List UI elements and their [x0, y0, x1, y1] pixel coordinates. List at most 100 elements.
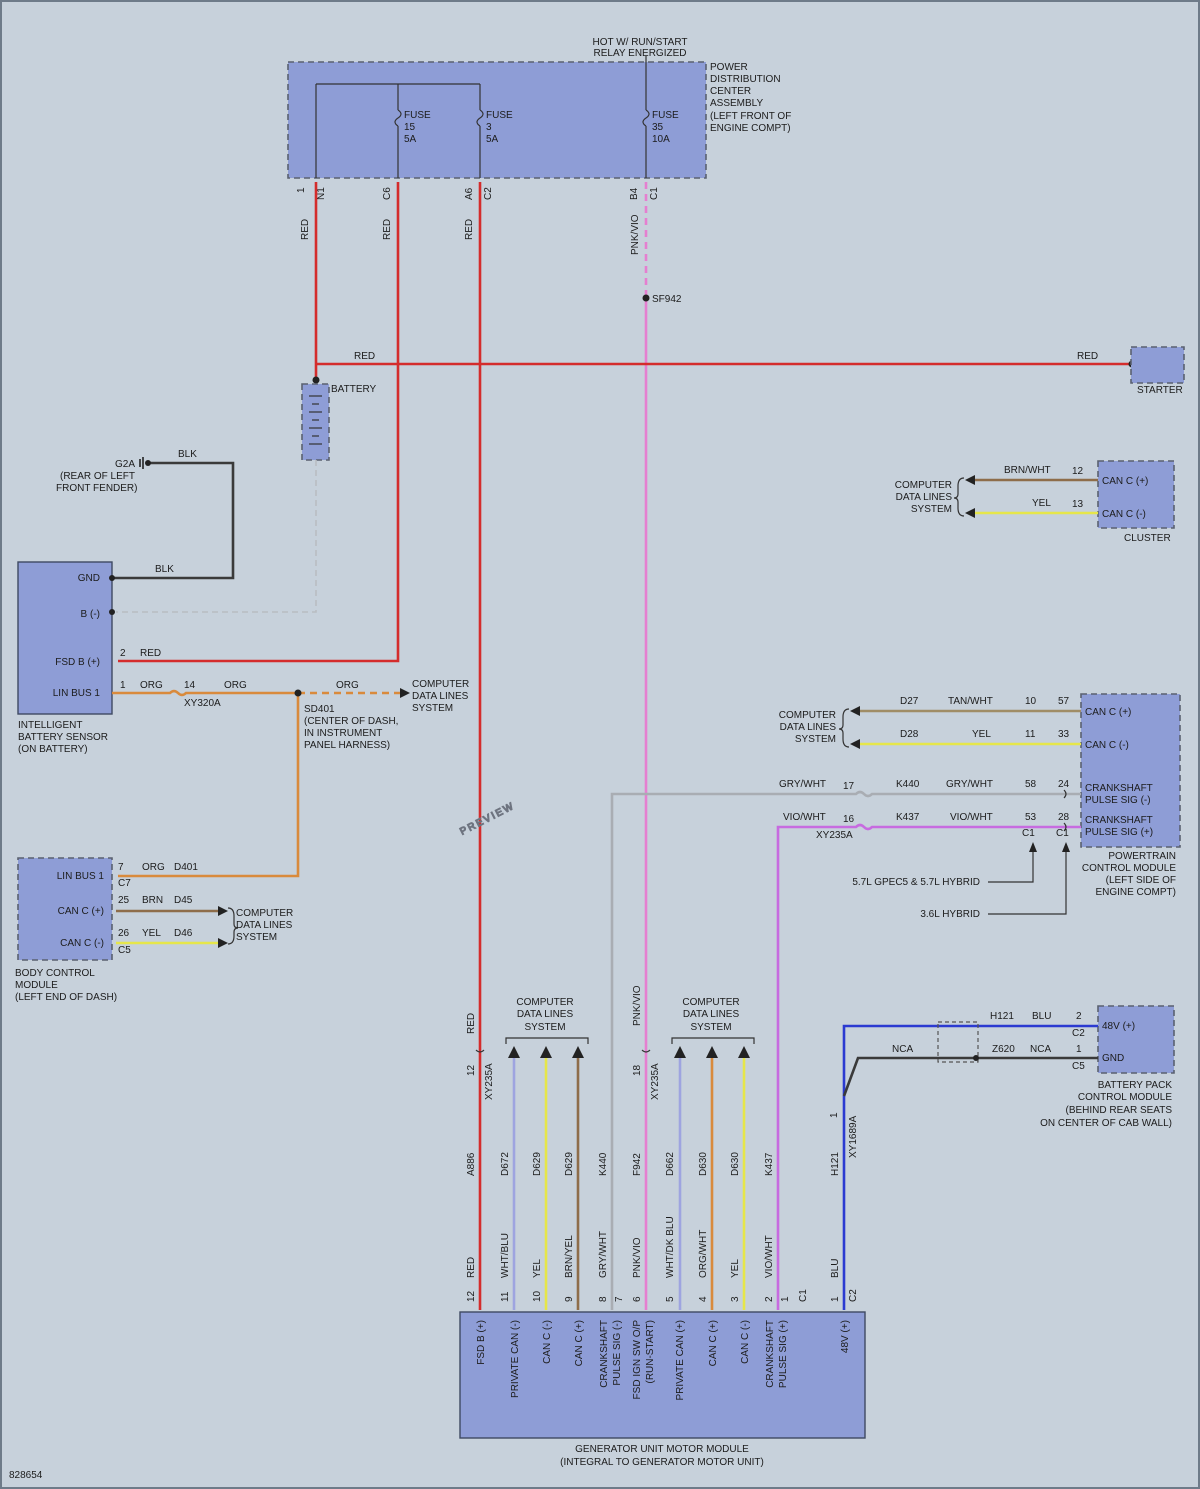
xy235a-connector-pcm: XY235A — [816, 830, 853, 841]
pcm-pin-10: 10 — [1025, 696, 1037, 707]
n1-pin: 1 — [296, 187, 307, 193]
generator-unit-motor-module: FSD B (+) PRIVATE CAN (-) CAN C (-) CAN … — [459, 1311, 866, 1468]
pcm-can-p-pin: CAN C (+) — [1085, 707, 1131, 718]
cdl-pcm-1: COMPUTER — [779, 710, 836, 721]
pcm-pin-33: 33 — [1058, 729, 1070, 740]
ibs-name-1: INTELLIGENT — [18, 720, 82, 731]
bcm-connector-c5: C5 — [118, 945, 131, 956]
arrow-cdl-ibs-icon — [400, 688, 410, 698]
pcm-name-3: (LEFT SIDE OF — [1106, 875, 1176, 886]
pcm-crank-m-2: PULSE SIG (-) — [1085, 795, 1151, 806]
pcm-name-2: CONTROL MODULE — [1082, 863, 1176, 874]
gumm-48v-pin: 48V (+) — [840, 1320, 851, 1353]
wire-id-z620: Z620 — [992, 1044, 1015, 1055]
wire-red-fsd — [118, 182, 400, 663]
pdc-name-2: DISTRIBUTION — [710, 74, 781, 85]
bpcm-pin-1: 1 — [1076, 1044, 1082, 1055]
arrow-up-6-icon — [738, 1046, 750, 1058]
pdc-box — [287, 61, 707, 179]
ibs-lin-pin: LIN BUS 1 — [53, 688, 101, 699]
fuse-35-rating: 10A — [652, 134, 670, 145]
g2a-location-2: FRONT FENDER) — [56, 483, 137, 494]
cdl-bcm-1: COMPUTER — [236, 908, 293, 919]
wire-label-brnwht: BRN/WHT — [1004, 465, 1051, 476]
gumm-ign-2: (RUN-START) — [645, 1320, 656, 1384]
shield-box — [937, 1021, 979, 1063]
xy320a-pin-14: 14 — [184, 680, 196, 691]
wire-id-k440: K440 — [896, 779, 920, 790]
arrow-pcm-2-icon — [850, 739, 860, 749]
wire-id-a886: A886 — [466, 1152, 477, 1176]
wire-color-grywht-gumm: GRY/WHT — [598, 1231, 609, 1278]
pcm-box — [1080, 693, 1181, 848]
xy320a-connector: XY320A — [184, 698, 221, 709]
pcm-pin-53: 53 — [1025, 812, 1037, 823]
gumm-pin-2: 2 — [764, 1296, 775, 1302]
battery-junction — [312, 376, 320, 384]
cdl-gumm2-3: SYSTEM — [690, 1022, 731, 1033]
cluster: CAN C (+) CAN C (-) CLUSTER BRN/WHT YEL … — [895, 460, 1175, 544]
bpcm-connector-c5: C5 — [1072, 1061, 1085, 1072]
bcm-name-2: MODULE — [15, 980, 58, 991]
power-distribution-center: FUSE 15 5A FUSE 3 5A FUSE 35 10A HOT W/ … — [287, 37, 791, 200]
wire-id-d629-1: D629 — [532, 1152, 543, 1176]
cluster-can-m-pin: CAN C (-) — [1102, 509, 1146, 520]
cdl-pcm-3: SYSTEM — [795, 734, 836, 745]
gumm-wire-labels: A886 D672 D629 D629 K440 F942 D662 D630 … — [466, 1152, 859, 1302]
wire-label-viowht-2: VIO/WHT — [950, 812, 993, 823]
gumm-can-p-pin: CAN C (+) — [574, 1320, 585, 1366]
hybrid-36-label: 3.6L HYBRID — [920, 909, 980, 920]
cluster-box — [1097, 460, 1175, 529]
g2a-label: G2A — [115, 459, 135, 470]
cdl-pcm-2: DATA LINES — [780, 722, 837, 733]
wire-label-org-3: ORG — [336, 680, 359, 691]
pdc-name-4: ASSEMBLY — [710, 98, 763, 109]
bpcm-48v-pin: 48V (+) — [1102, 1021, 1135, 1032]
gumm-pin-5: 5 — [665, 1296, 676, 1302]
pdc-name-3: CENTER — [710, 86, 751, 97]
wire-label-blk-1: BLK — [178, 449, 197, 460]
wire-viowht-crank — [776, 823, 1081, 1310]
fuse-35-number: 35 — [652, 122, 664, 133]
arrow-cluster-1-icon — [965, 475, 975, 485]
gumm-crank-m-1: CRANKSHAFT — [599, 1320, 610, 1388]
intelligent-battery-sensor: GND B (-) FSD B (+) LIN BUS 1 INTELLIGEN… — [17, 561, 469, 878]
powertrain-control-module: CAN C (+) CAN C (-) CRANKSHAFT PULSE SIG… — [610, 693, 1181, 1310]
c6-connector: C6 — [382, 187, 393, 200]
wire-blu-48v — [842, 1024, 1098, 1310]
bcm-can-m-pin: CAN C (-) — [60, 938, 104, 949]
wire-id-h121-lower: H121 — [830, 1152, 841, 1176]
wire-label-nca-1: NCA — [892, 1044, 913, 1055]
fuse-3-label: FUSE — [486, 110, 513, 121]
ibs-gnd-pin: GND — [78, 573, 100, 584]
wire-color-brnyel: BRN/YEL — [564, 1235, 575, 1278]
pcm-pin-24: 24 — [1058, 779, 1070, 790]
sf942-splice — [642, 294, 650, 302]
wire-id-k440-lower: K440 — [598, 1152, 609, 1176]
wire-label-yel-cluster: YEL — [1032, 498, 1051, 509]
brace-cluster — [953, 477, 965, 517]
gumm-pin-4: 4 — [698, 1296, 709, 1302]
gumm-pin-7: 7 — [614, 1296, 625, 1302]
wire-org-lin — [112, 689, 300, 878]
bpcm-name-1: BATTERY PACK — [1098, 1080, 1173, 1091]
wire-label-pnkvio-1: PNK/VIO — [630, 214, 641, 255]
wire-label-red-starter-1: RED — [354, 351, 375, 362]
gumm-can-m2-pin: CAN C (-) — [740, 1320, 751, 1364]
gumm-pcan-m-pin: PRIVATE CAN (-) — [510, 1320, 521, 1398]
bcm-name-1: BODY CONTROL — [15, 968, 95, 979]
gumm-pin-3: 3 — [730, 1296, 741, 1302]
gumm-pin-8: 8 — [598, 1296, 609, 1302]
ibs-fsd-pin: FSD B (+) — [55, 657, 100, 668]
ibs-pin-2: 2 — [120, 648, 126, 659]
pcm-pin-17: 17 — [843, 781, 855, 792]
pcm-can-m-pin: CAN C (-) — [1085, 740, 1129, 751]
bcm-pin-7: 7 — [118, 862, 124, 873]
wire-label-tanwht: TAN/WHT — [948, 696, 993, 707]
wire-color-red-gumm: RED — [466, 1257, 477, 1278]
pcm-connector-c1a: C1 — [1022, 828, 1035, 839]
arrow-cluster-2-icon — [965, 508, 975, 518]
gumm-name-2: (INTEGRAL TO GENERATOR MOTOR UNIT) — [560, 1457, 764, 1468]
wire-color-whtdkblu: WHT/DK BLU — [665, 1216, 676, 1278]
